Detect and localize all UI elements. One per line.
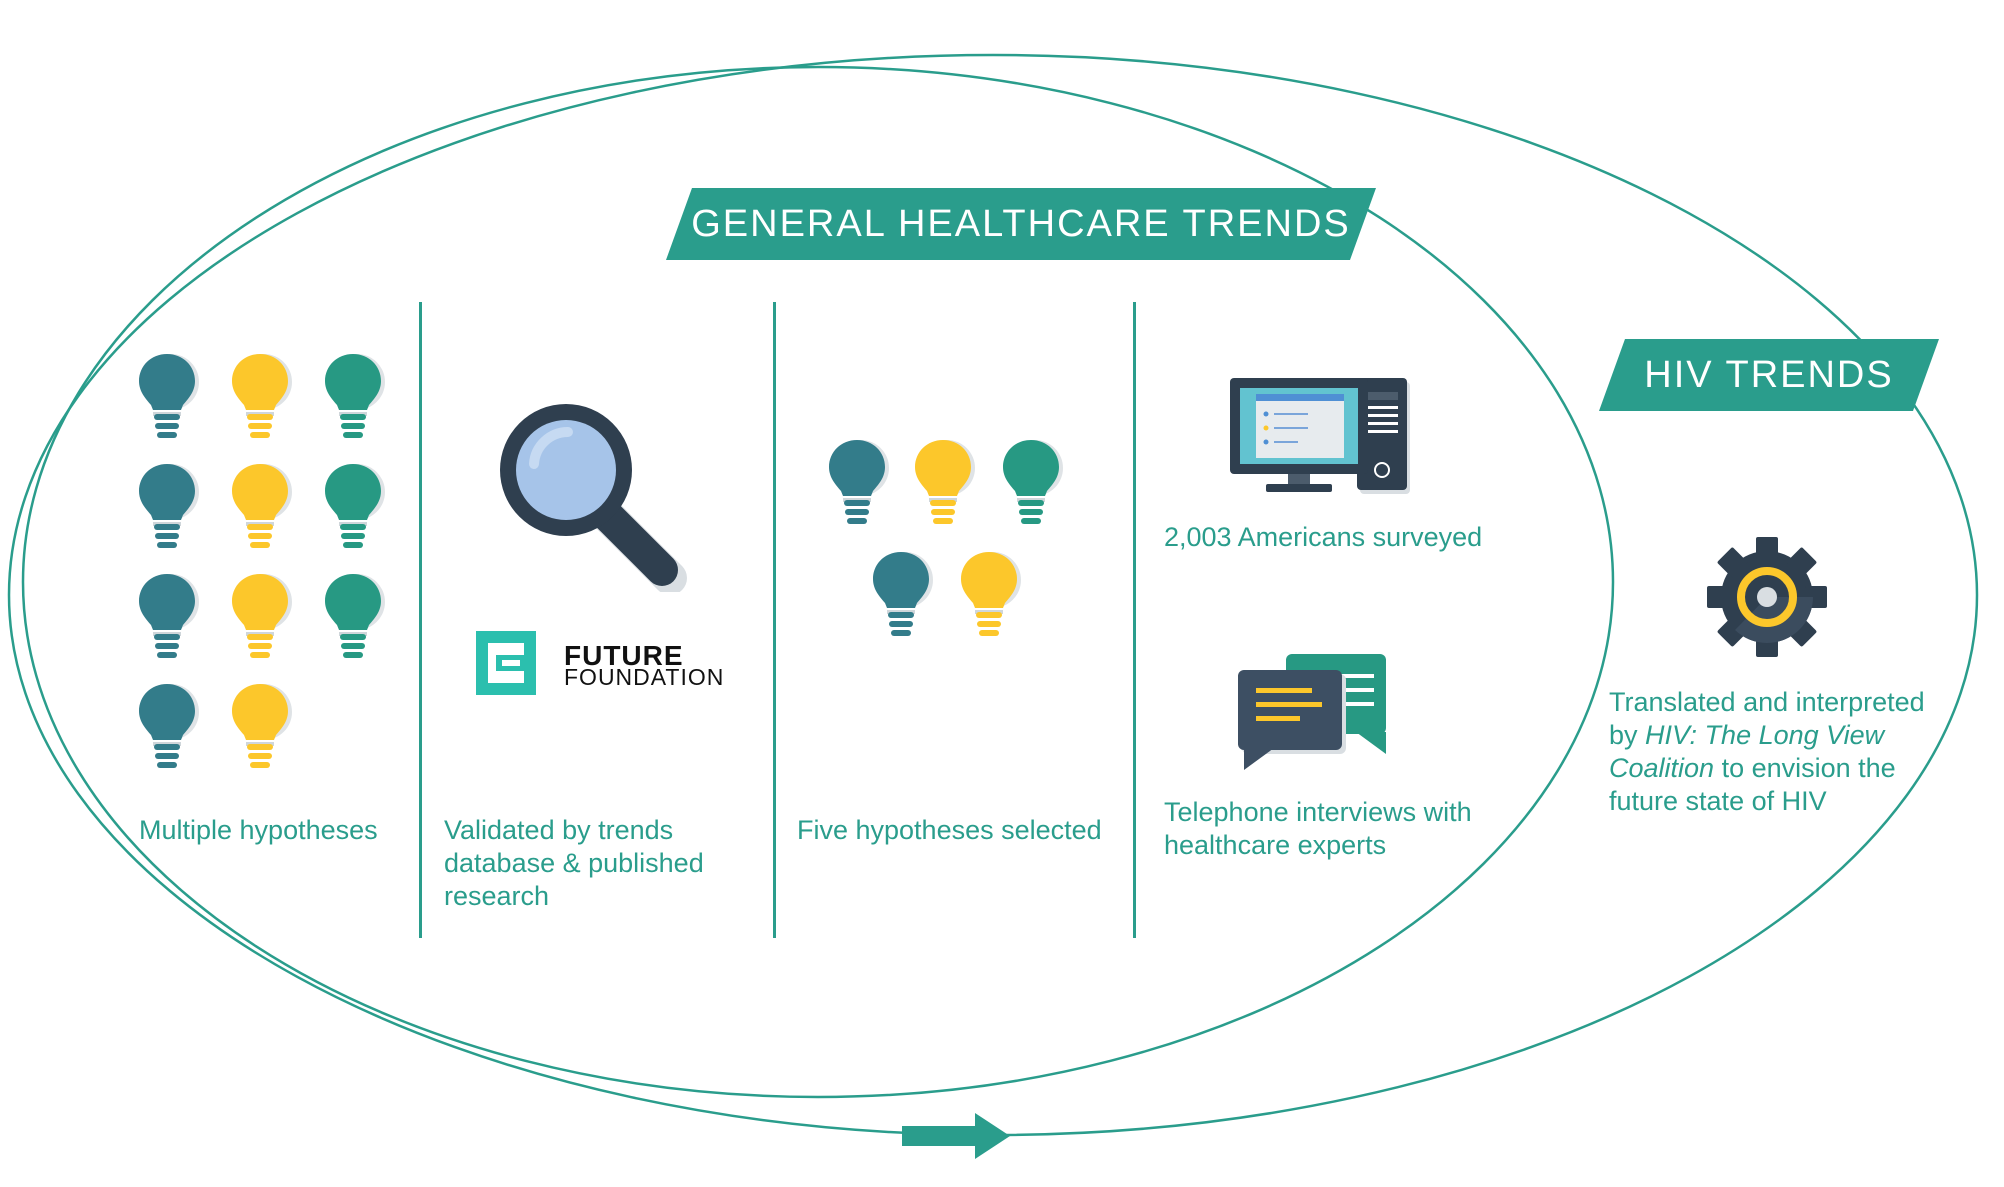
lightbulb-icon <box>231 682 293 778</box>
chat-bubbles-icon <box>1238 654 1386 770</box>
lightbulb-icon <box>914 438 976 534</box>
lightbulb-icon <box>960 550 1022 646</box>
caption-hiv-prefix: Translated and interpreted by <box>1609 687 1925 750</box>
inner-ellipse <box>21 65 1615 1099</box>
caption-validated: Validated by trends database & published… <box>444 815 704 911</box>
hiv-trends-banner: HIV TRENDS <box>1599 339 1939 411</box>
lightbulb-icon <box>138 572 200 668</box>
general-trends-banner: GENERAL HEALTHCARE TRENDS <box>666 188 1376 260</box>
general-trends-title: GENERAL HEALTHCARE TRENDS <box>691 202 1351 245</box>
lightbulb-icon <box>231 352 293 448</box>
magnifying-glass-icon <box>500 404 687 592</box>
lightbulb-icon <box>324 572 386 668</box>
lightbulb-icon <box>324 352 386 448</box>
lightbulb-icon <box>231 572 293 668</box>
logo-line-foundation: FOUNDATION <box>564 664 725 690</box>
column-divider-1 <box>419 302 422 938</box>
lightbulb-icon <box>231 462 293 558</box>
hiv-trends-title: HIV TRENDS <box>1644 353 1894 396</box>
logo-line-future: FUTURE <box>564 640 684 671</box>
column-divider-2 <box>773 302 776 938</box>
lightbulb-icon <box>138 682 200 778</box>
caption-hiv-translation: Translated and interpreted by HIV: The L… <box>1609 686 1954 818</box>
future-foundation-logo <box>476 631 536 695</box>
caption-multiple-hypotheses: Multiple hypotheses <box>139 815 378 845</box>
right-arrow-icon <box>902 1113 1010 1159</box>
caption-five-selected: Five hypotheses selected <box>797 815 1102 845</box>
column-divider-3 <box>1133 302 1136 938</box>
caption-hiv-coalition-name: HIV: The Long View Coalition <box>1609 720 1885 783</box>
lightbulb-icon <box>1002 438 1064 534</box>
desktop-computer-icon <box>1230 378 1410 494</box>
lightbulb-icon <box>324 462 386 558</box>
caption-americans-surveyed: 2,003 Americans surveyed <box>1164 522 1483 552</box>
lightbulb-icon <box>872 550 934 646</box>
lightbulb-icon <box>828 438 890 534</box>
caption-telephone-interviews: Telephone interviews with healthcare exp… <box>1164 797 1472 860</box>
lightbulb-icon <box>138 462 200 558</box>
gear-icon <box>1707 537 1827 657</box>
lightbulb-icon <box>138 352 200 448</box>
caption-hiv-suffix: to envision the future state of HIV <box>1609 753 1896 816</box>
